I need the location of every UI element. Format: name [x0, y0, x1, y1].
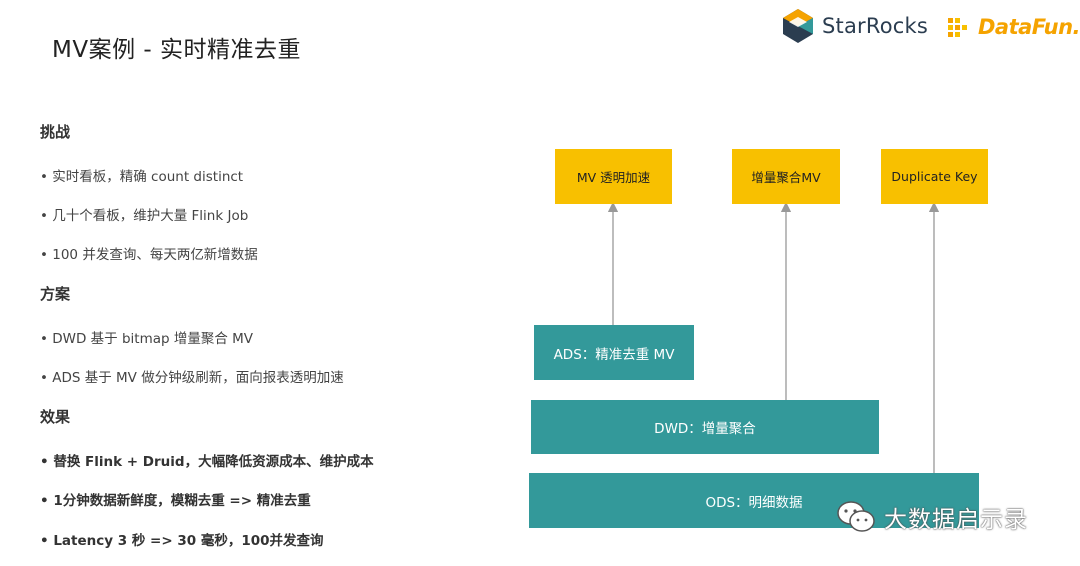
- starrocks-logo: StarRocks: [780, 6, 928, 46]
- solution-item: • DWD 基于 bitmap 增量聚合 MV: [40, 331, 254, 347]
- duplicate-key-box: Duplicate Key: [881, 149, 988, 204]
- challenge-item: • 100 并发查询、每天两亿新增数据: [40, 247, 258, 263]
- ods-layer-box: ODS：明细数据: [529, 473, 979, 528]
- datafun-logo-text: DataFun.: [978, 15, 1080, 39]
- wechat-icon: [837, 501, 875, 532]
- result-item: • Latency 3 秒 => 30 毫秒，100并发查询: [40, 533, 324, 549]
- starrocks-logo-text: StarRocks: [822, 14, 929, 38]
- datafun-logo: DataFun.: [946, 10, 1080, 44]
- dwd-layer-box: DWD：增量聚合: [531, 400, 879, 454]
- incremental-agg-mv-box: 增量聚合MV: [732, 149, 840, 204]
- section-heading-challenge: 挑战: [40, 123, 71, 141]
- watermark-text: 大数据启示录: [884, 507, 1028, 533]
- watermark: 大数据启示录: [836, 500, 1028, 534]
- datafun-dots-icon: [948, 18, 967, 37]
- starrocks-logo-icon: [783, 9, 813, 43]
- ads-layer-box: ADS：精准去重 MV: [534, 325, 694, 380]
- mv-transparent-accel-box: MV 透明加速: [555, 149, 672, 204]
- page-title: MV案例 - 实时精准去重: [52, 37, 301, 63]
- result-item: • 1分钟数据新鲜度，模糊去重 => 精准去重: [40, 493, 311, 509]
- challenge-item: • 实时看板，精确 count distinct: [40, 169, 244, 185]
- challenge-item: • 几十个看板，维护大量 Flink Job: [40, 208, 249, 224]
- result-item: • 替换 Flink + Druid，大幅降低资源成本、维护成本: [40, 454, 374, 470]
- section-heading-solution: 方案: [40, 285, 71, 303]
- solution-item: • ADS 基于 MV 做分钟级刷新，面向报表透明加速: [40, 370, 344, 386]
- section-heading-result: 效果: [40, 408, 71, 426]
